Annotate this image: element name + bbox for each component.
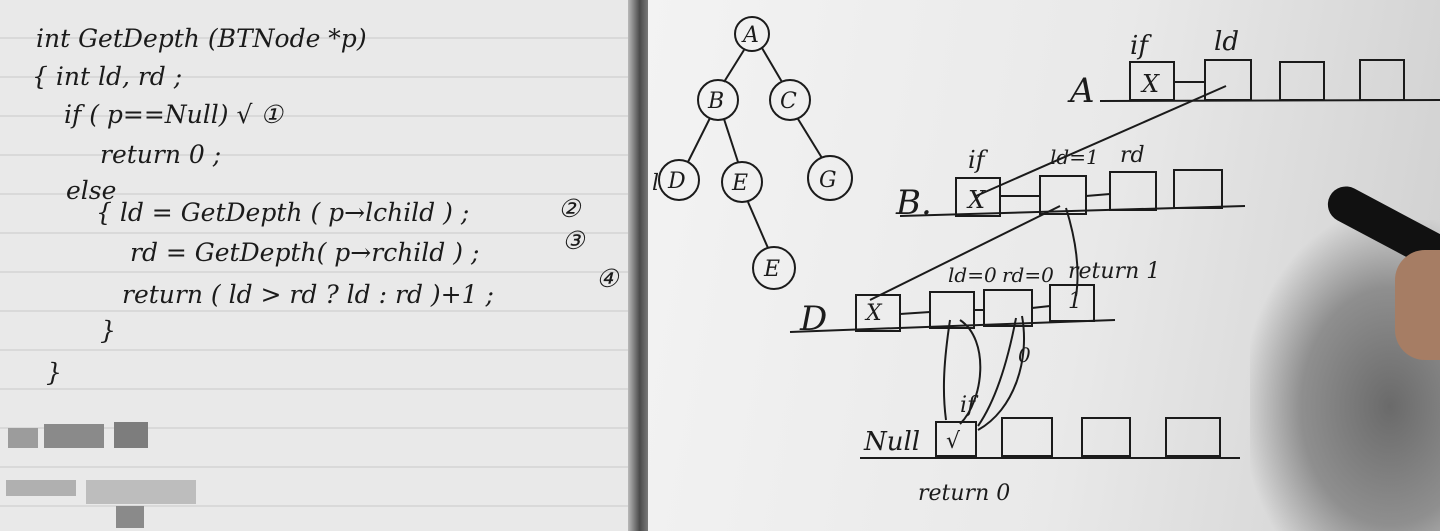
trace-box-d-one: 1 [1068,289,1082,314]
notebook-page: int GetDepth (BTNode *p) { int ld, rd ; … [0,0,640,531]
trace-box-b-x: X [966,186,986,214]
code-line-2: { int ld, rd ; [32,62,183,91]
trace-if-b: if [968,146,989,174]
redacted-watermark [0,420,200,531]
step-marker-4: ④ [596,264,619,293]
trace-box-a-x: X [1140,70,1160,98]
code-line-6: { ld = GetDepth ( p→lchild ) ; [96,198,470,227]
trace-rd-0: rd=0 [1002,263,1054,287]
trace-null-check: √ [946,429,961,454]
tree-node-g [807,155,853,201]
trace-rd-b: rd [1120,143,1145,168]
tree-tick-mark: l [652,171,659,196]
tree-node-e [721,161,763,203]
code-line-9: } [100,316,116,345]
trace-return-1: return 1 [1068,259,1160,284]
trace-return-0: return 0 [918,481,1010,506]
tree-node-b [697,79,739,121]
code-line-4: return 0 ; [100,140,222,169]
tree-label-a: A [741,23,759,48]
finger-image [1395,250,1440,360]
tree-label-b: B [707,89,724,114]
tree-label-e: E [731,171,748,196]
tree-label-e2: E [763,257,780,282]
trace-ld-top: ld [1214,27,1239,57]
trace-zero: 0 [1018,343,1031,367]
code-line-1: int GetDepth (BTNode *p) [36,24,367,53]
tree-label-d: D [667,169,686,194]
code-line-3: if ( p==Null) √ ① [64,100,283,129]
code-line-8: return ( ld > rd ? ld : rd )+1 ; [122,280,494,309]
trace-box-d-x: X [864,301,883,326]
code-line-10: } [46,358,62,387]
trace-row-d: D [799,299,827,339]
trace-ld-1: ld=1 [1050,145,1099,169]
tree-node-a [734,16,770,52]
trace-row-a: A [1067,71,1095,111]
code-line-5: else [66,176,117,205]
tree-node-d [658,159,700,201]
tree-label-c: C [780,89,797,114]
step-marker-2: ② [558,194,581,223]
tree-label-g: G [819,168,837,193]
trace-ld-0: ld=0 [948,263,997,287]
trace-row-null: Null [863,427,920,457]
step-marker-3: ③ [562,226,585,255]
tree-node-c [769,79,811,121]
trace-if-null: if [960,393,979,418]
tree-node-e2 [752,246,796,290]
trace-row-b: B. [895,183,932,223]
code-line-7: rd = GetDepth( p→rchild ) ; [130,238,480,267]
trace-if-top: if [1130,31,1152,61]
